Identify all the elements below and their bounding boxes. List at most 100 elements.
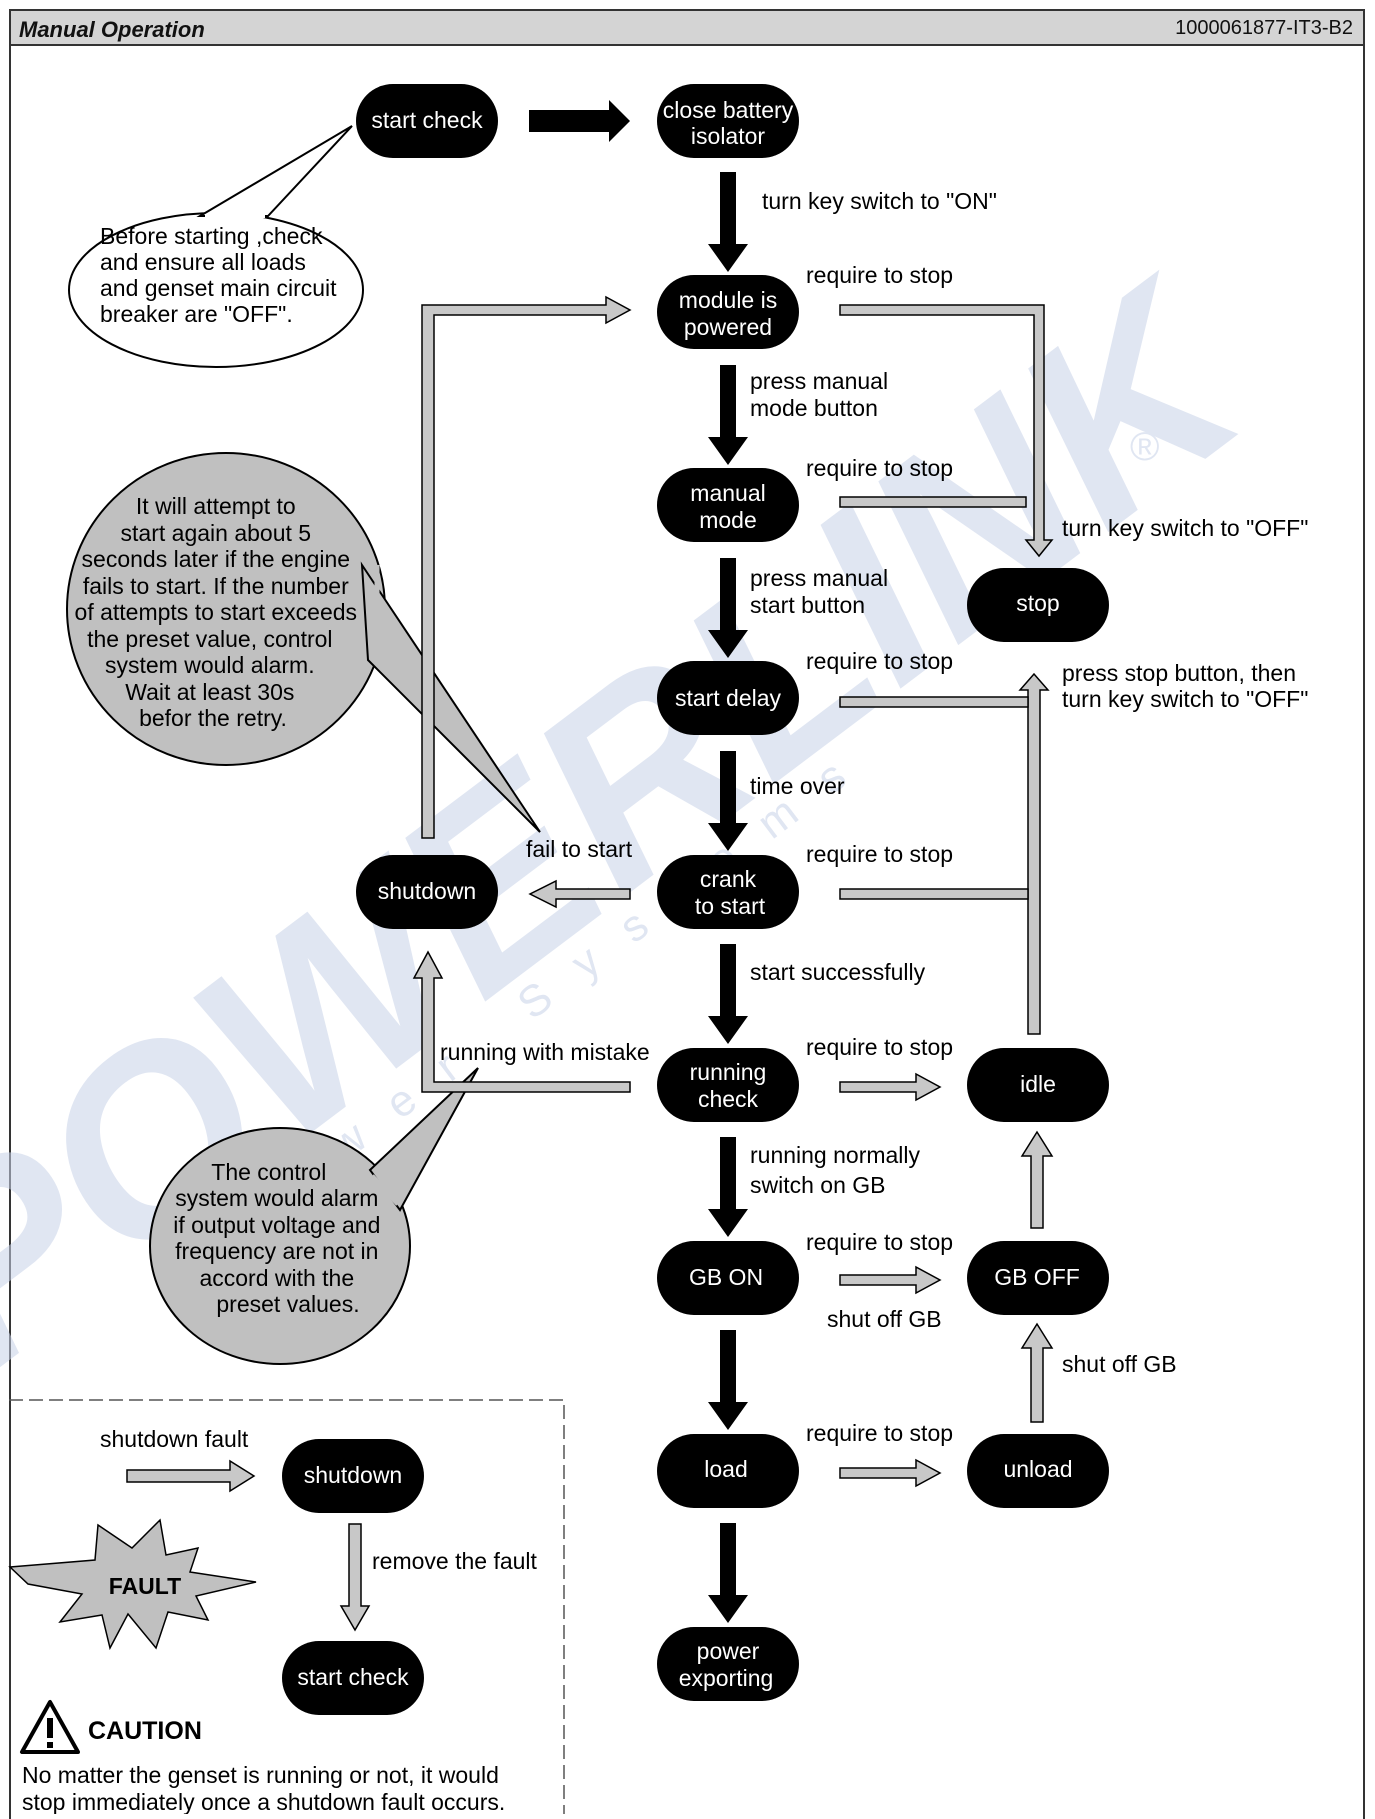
callout-retry-text: It will attempt to start again about 5 s…	[75, 493, 364, 731]
arrow-battery-to-powered	[708, 172, 748, 272]
arrow-delay-to-crank	[708, 751, 748, 851]
label-press-stop-1: press stop button, then	[1062, 660, 1296, 686]
svg-text:powered: powered	[684, 314, 772, 340]
label-running-normal-1: running normally	[750, 1142, 921, 1168]
svg-text:power: power	[697, 1638, 760, 1664]
arrow-powered-to-stop	[839, 304, 1054, 558]
svg-text:shutdown: shutdown	[378, 878, 476, 904]
legend-start-check-node: start check	[282, 1641, 424, 1715]
fault-label: FAULT	[109, 1573, 181, 1599]
arrow-crank-to-running	[708, 944, 748, 1044]
legend-fault-arrow	[126, 1459, 256, 1493]
label-req-stop-7: require to stop	[806, 1420, 953, 1446]
caution-text-1: No matter the genset is running or not, …	[22, 1762, 499, 1788]
arrow-powered-to-manual	[708, 365, 748, 465]
label-req-stop-5: require to stop	[806, 1034, 953, 1060]
callout-retry: It will attempt to start again about 5 s…	[66, 452, 541, 833]
arrow-gboff-to-idle	[1020, 1130, 1054, 1229]
svg-text:mode: mode	[699, 507, 757, 533]
label-running-normal-2: switch on GB	[750, 1172, 886, 1198]
legend-shutdown-node: shutdown	[282, 1439, 424, 1513]
node-gb-on: GB ON	[657, 1241, 799, 1315]
label-shut-off-gb-2: shut off GB	[1062, 1351, 1177, 1377]
node-start-delay: start delay	[657, 661, 799, 735]
callout-alarm: The control system would alarm if output…	[149, 1067, 479, 1365]
label-start-ok: start successfully	[750, 959, 926, 985]
arrow-unload-to-gboff	[1020, 1322, 1054, 1423]
document-id: 1000061877-IT3-B2	[1175, 17, 1353, 39]
label-time-over: time over	[750, 773, 845, 799]
fault-burst-icon	[8, 1518, 257, 1651]
label-req-stop-2: require to stop	[806, 455, 953, 481]
svg-text:idle: idle	[1020, 1071, 1056, 1097]
node-gb-off: GB OFF	[967, 1241, 1109, 1315]
arrow-running-to-idle	[839, 1072, 942, 1102]
svg-text:stop: stop	[1016, 590, 1059, 616]
arrow-manual-to-stop	[839, 496, 1027, 508]
node-shutdown: shutdown	[356, 855, 498, 929]
svg-text:start delay: start delay	[675, 685, 782, 711]
label-press-start-1: press manual	[750, 565, 888, 591]
arrow-delay-to-stop	[839, 696, 1029, 708]
header-bar: Manual Operation 1000061877-IT3-B2	[9, 9, 1365, 46]
svg-text:start check: start check	[371, 107, 483, 133]
svg-text:close battery: close battery	[663, 97, 794, 123]
arrow-gbon-to-load	[708, 1330, 748, 1430]
label-req-stop-6: require to stop	[806, 1229, 953, 1255]
label-key-on: turn key switch to "ON"	[762, 188, 997, 214]
svg-text:running: running	[690, 1059, 767, 1085]
page-title: Manual Operation	[19, 17, 205, 42]
arrow-crank-to-stop	[839, 888, 1029, 900]
svg-text:check: check	[698, 1086, 759, 1112]
arrow-running-to-shutdown	[412, 950, 631, 1093]
edge-labels: turn key switch to "ON" require to stop …	[440, 188, 1308, 1446]
label-running-mistake: running with mistake	[440, 1039, 650, 1065]
arrow-load-to-export	[708, 1523, 748, 1623]
svg-text:start check: start check	[297, 1664, 409, 1690]
node-unload: unload	[967, 1434, 1109, 1508]
arrow-load-to-unload	[839, 1458, 942, 1488]
svg-text:GB OFF: GB OFF	[994, 1264, 1080, 1290]
legend-box: shutdown fault shutdown remove the fault…	[8, 1399, 565, 1814]
svg-text:manual: manual	[690, 480, 765, 506]
svg-text:load: load	[704, 1456, 747, 1482]
label-press-start-2: start button	[750, 592, 865, 618]
label-fail-start: fail to start	[526, 836, 633, 862]
caution-text-2: stop immediately once a shutdown fault o…	[22, 1789, 505, 1814]
arrow-idle-to-stop	[1018, 672, 1050, 1035]
svg-text:GB ON: GB ON	[689, 1264, 763, 1290]
callout-before-starting: Before starting ,check and ensure all lo…	[68, 125, 364, 368]
svg-text:to start: to start	[695, 893, 766, 919]
watermark-registered: ®	[1130, 425, 1159, 469]
label-req-stop-1: require to stop	[806, 262, 953, 288]
main-flow-arrows	[529, 100, 748, 1623]
label-key-off: turn key switch to "OFF"	[1062, 515, 1308, 541]
node-load: load	[657, 1434, 799, 1508]
label-shut-off-gb-1: shut off GB	[827, 1306, 942, 1332]
legend-remove-arrow	[339, 1523, 371, 1632]
svg-text:module is: module is	[679, 287, 777, 313]
caution-title: CAUTION	[88, 1717, 202, 1745]
svg-text:crank: crank	[700, 866, 757, 892]
label-press-stop-2: turn key switch to "OFF"	[1062, 686, 1308, 712]
arrow-running-to-gbon	[708, 1137, 748, 1237]
svg-text:exporting: exporting	[679, 1665, 774, 1691]
label-press-manual-2: mode button	[750, 395, 878, 421]
node-idle: idle	[967, 1048, 1109, 1122]
svg-text:isolator: isolator	[691, 123, 765, 149]
secondary-flow-arrows	[412, 295, 1054, 1488]
callout-before-text: Before starting ,check and ensure all lo…	[100, 223, 343, 327]
svg-text:shutdown: shutdown	[304, 1462, 402, 1488]
label-req-stop-3: require to stop	[806, 648, 953, 674]
callout-alarm-text: The control system would alarm if output…	[173, 1159, 387, 1317]
legend-remove-fault-label: remove the fault	[372, 1548, 538, 1574]
arrow-manual-to-delay	[708, 558, 748, 658]
